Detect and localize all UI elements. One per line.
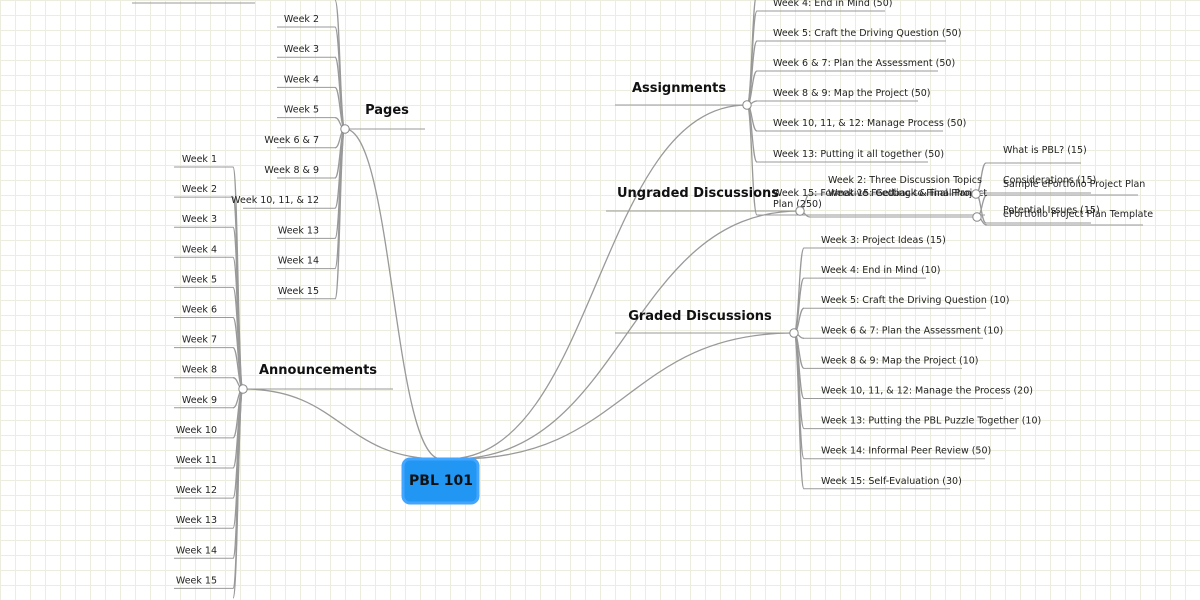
connector-line <box>446 104 748 460</box>
announcement-item[interactable]: Week 2 <box>182 184 217 195</box>
announcement-item[interactable]: Week 10 <box>176 425 217 436</box>
connector-line <box>344 128 442 460</box>
assignment-item[interactable]: Week 15: Formative Feedback & Final Proj… <box>773 188 987 210</box>
graded-item[interactable]: Week 5: Craft the Driving Question (10) <box>821 295 1009 306</box>
branch-pages-label[interactable]: Pages <box>365 103 409 118</box>
ungraded-topic-b-knob[interactable] <box>972 212 982 222</box>
ungraded-knob[interactable] <box>795 206 805 216</box>
connector-line <box>232 388 244 599</box>
announcement-item[interactable]: Week 15 <box>176 575 217 586</box>
page-item[interactable]: Week 4 <box>284 74 319 85</box>
assignment-item[interactable]: Week 8 & 9: Map the Project (50) <box>773 88 931 99</box>
mind-map-nodes: PBL 101 Pages Announcements Assignments … <box>259 81 779 505</box>
page-item[interactable]: Week 14 <box>278 256 319 267</box>
page-item[interactable]: Week 3 <box>284 44 319 55</box>
graded-item[interactable]: Week 10, 11, & 12: Manage the Process (2… <box>821 386 1033 397</box>
announcement-item[interactable]: Week 4 <box>182 244 217 255</box>
page-item[interactable]: Week 2 <box>284 14 319 25</box>
connector-line <box>242 388 442 460</box>
page-item[interactable]: Week 13 <box>278 225 319 236</box>
leaf-nodes: Week 2 Week 3 Week 4 Week 5 Week 6 & 7 Week 8… <box>176 0 1153 586</box>
page-item[interactable]: Week 6 & 7 <box>264 135 319 146</box>
page-item[interactable]: Week 8 & 9 <box>264 165 319 176</box>
ungraded-subitem[interactable]: ePortfolio Project Plan Template <box>1003 209 1153 220</box>
graded-item[interactable]: Week 8 & 9: Map the Project (10) <box>821 355 979 366</box>
assignment-item[interactable]: Week 10, 11, & 12: Manage Process (50) <box>773 118 966 129</box>
graded-item[interactable]: Week 15: Self-Evaluation (30) <box>821 476 962 487</box>
announcement-item[interactable]: Week 8 <box>182 365 217 376</box>
page-item[interactable]: Week 15 <box>278 286 319 297</box>
ungraded-subitem[interactable]: Sample ePortfolio Project Plan <box>1003 179 1145 190</box>
graded-item[interactable]: Week 13: Putting the PBL Puzzle Together… <box>821 416 1041 427</box>
pages-knob[interactable] <box>340 124 350 134</box>
page-item[interactable]: Week 5 <box>284 105 319 116</box>
ungraded-subitem[interactable]: What is PBL? (15) <box>1003 145 1087 156</box>
announcement-item[interactable]: Week 1 <box>182 154 217 165</box>
ungraded-subitem[interactable]: Considerations (15) <box>1003 175 1096 186</box>
assignment-item[interactable]: Week 13: Putting it all together (50) <box>773 149 944 160</box>
announcement-item[interactable]: Week 7 <box>182 335 217 346</box>
announcement-item[interactable]: Week 12 <box>176 485 217 496</box>
connector-line <box>457 332 795 460</box>
ungraded-topic[interactable]: Week 15: Getting to Final Plan <box>828 188 971 199</box>
graded-item[interactable]: Week 6 & 7: Plan the Assessment (10) <box>821 325 1003 336</box>
ungraded-subitem[interactable]: Potential Issues (15) <box>1003 205 1100 216</box>
announcement-item[interactable]: Week 9 <box>182 395 217 406</box>
graded-item[interactable]: Week 3: Project Ideas (15) <box>821 235 946 246</box>
announcement-item[interactable]: Week 5 <box>182 274 217 285</box>
announcement-item[interactable]: Week 13 <box>176 515 217 526</box>
graded-item[interactable]: Week 4: End in Mind (10) <box>821 265 940 276</box>
announcement-item[interactable]: Week 3 <box>182 214 217 225</box>
branch-graded-discussions-label[interactable]: Graded Discussions <box>628 309 772 324</box>
connector-line <box>793 332 805 490</box>
connector-lines <box>132 0 1143 599</box>
branch-ungraded-discussions-label[interactable]: Ungraded Discussions <box>617 186 779 201</box>
branch-collapse-knobs <box>238 100 982 394</box>
assignments-knob[interactable] <box>742 100 752 110</box>
root-label: PBL 101 <box>409 473 473 489</box>
announcement-item[interactable]: Week 11 <box>176 455 217 466</box>
announcements-knob[interactable] <box>238 384 248 394</box>
ungraded-topic-a-knob[interactable] <box>971 189 981 199</box>
connector-line <box>334 128 346 300</box>
assignment-item[interactable]: Week 5: Craft the Driving Question (50) <box>773 28 961 39</box>
connector-line <box>334 26 346 130</box>
branch-assignments-label[interactable]: Assignments <box>632 81 726 96</box>
assignment-item[interactable]: Week 4: End in Mind (50) <box>773 0 892 9</box>
page-item[interactable]: Week 10, 11, & 12 <box>231 195 319 206</box>
graded-item[interactable]: Week 14: Informal Peer Review (50) <box>821 446 991 457</box>
graded-knob[interactable] <box>789 328 799 338</box>
assignment-item[interactable]: Week 6 & 7: Plan the Assessment (50) <box>773 58 955 69</box>
announcement-item[interactable]: Week 14 <box>176 545 217 556</box>
branch-announcements-label[interactable]: Announcements <box>259 363 377 378</box>
connector-line <box>451 210 801 460</box>
root-node[interactable]: PBL 101 <box>401 457 480 505</box>
announcement-item[interactable]: Week 6 <box>182 305 217 316</box>
ungraded-topic[interactable]: Week 2: Three Discussion Topics <box>828 175 982 186</box>
